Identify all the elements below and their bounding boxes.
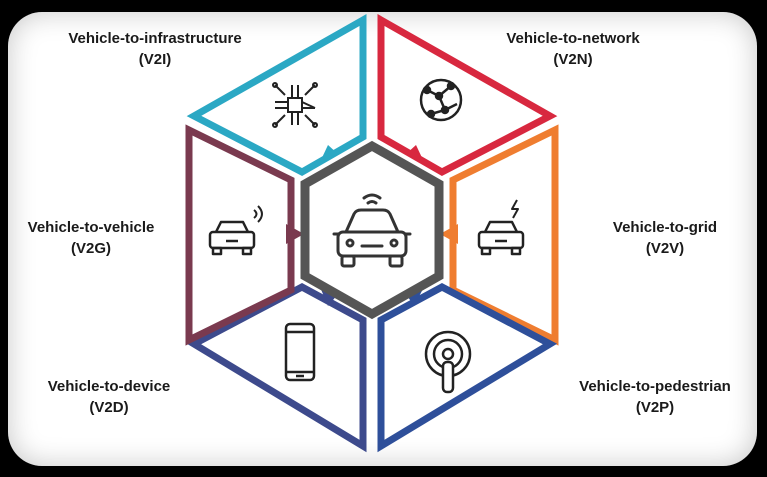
label-v2i: Vehicle-to-infrastructure (V2I) — [48, 28, 262, 70]
label-v2d-code: (V2D) — [89, 399, 129, 416]
electric-car-icon — [477, 199, 525, 256]
label-v2d: Vehicle-to-device (V2D) — [26, 376, 192, 418]
label-v2grid: Vehicle-to-grid (V2V) — [590, 217, 740, 259]
label-v2grid-title: Vehicle-to-grid — [612, 219, 718, 236]
label-v2v: Vehicle-to-vehicle (V2G) — [8, 217, 174, 259]
label-v2p: Vehicle-to-pedestrian (V2P) — [556, 376, 754, 418]
label-v2d-title: Vehicle-to-device — [47, 378, 171, 395]
label-v2i-title: Vehicle-to-infrastructure — [68, 30, 242, 47]
connected-car-icon — [208, 205, 263, 256]
pedestrian-signal-icon — [424, 330, 472, 394]
smartphone-icon — [284, 322, 316, 382]
label-v2i-code: (V2I) — [138, 51, 172, 68]
label-v2grid-code: (V2V) — [645, 240, 685, 257]
diagram-card: Vehicle-to-infrastructure (V2I) Vehicle-… — [8, 12, 757, 466]
globe-network-icon — [419, 78, 463, 122]
label-v2p-code: (V2P) — [635, 399, 675, 416]
label-v2v-code: (V2G) — [70, 240, 111, 257]
segment-v2n — [377, 13, 558, 176]
segment-v2v — [185, 124, 304, 346]
center-hub — [300, 140, 444, 320]
label-v2p-title: Vehicle-to-pedestrian — [579, 378, 731, 395]
connected-car-icon — [332, 193, 412, 268]
label-v2n: Vehicle-to-network (V2N) — [483, 28, 663, 70]
label-v2v-title: Vehicle-to-vehicle — [27, 219, 155, 236]
v2x-hexagon-diagram — [185, 13, 559, 453]
label-v2n-title: Vehicle-to-network — [506, 30, 640, 47]
segment-v2i — [186, 13, 367, 176]
circuit-icon — [272, 82, 318, 128]
label-v2n-code: (V2N) — [553, 51, 593, 68]
